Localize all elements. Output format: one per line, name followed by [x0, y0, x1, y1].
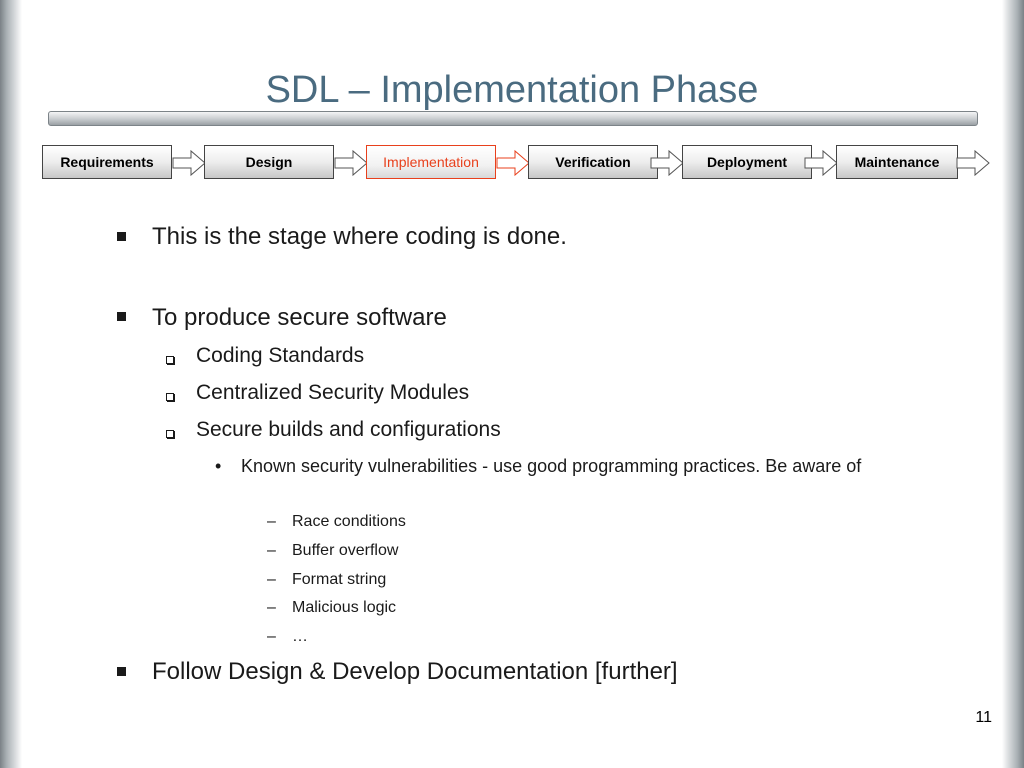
- square-bullet-icon: [117, 667, 126, 676]
- item-format-string: Format string: [292, 571, 387, 588]
- hollow-square-bullet-icon: [166, 430, 174, 438]
- phase-flow: Requirements Design Implementation Verif…: [0, 145, 1024, 181]
- phase-implementation: Implementation: [366, 145, 496, 179]
- page-number: 11: [975, 709, 992, 726]
- detail-known-vulnerabilities: Known security vulnerabilities - use goo…: [241, 456, 862, 476]
- round-bullet-icon: •: [215, 456, 222, 476]
- dash-marker: –: [267, 599, 276, 616]
- sub-bullet-security-modules: Centralized Security Modules: [196, 381, 470, 404]
- square-bullet-icon: [117, 312, 126, 321]
- phase-design: Design: [204, 145, 334, 179]
- right-edge-decoration: [1002, 0, 1024, 768]
- slide-title: SDL – Implementation Phase: [265, 69, 759, 111]
- title-divider: [48, 111, 978, 126]
- arrow-icon: [956, 149, 990, 177]
- item-race-conditions: Race conditions: [292, 513, 406, 530]
- item-buffer-overflow: Buffer overflow: [292, 542, 399, 559]
- square-bullet-icon: [117, 232, 126, 241]
- phase-maintenance: Maintenance: [836, 145, 958, 179]
- arrow-icon: [334, 149, 368, 177]
- sub-bullet-coding-standards: Coding Standards: [196, 344, 365, 367]
- bullet-coding-stage: This is the stage where coding is done.: [152, 223, 567, 250]
- item-malicious-logic: Malicious logic: [292, 599, 397, 616]
- sub-bullet-secure-builds: Secure builds and configurations: [196, 418, 501, 441]
- left-edge-decoration: [0, 0, 22, 768]
- dash-marker: –: [267, 513, 276, 530]
- arrow-icon: [650, 149, 684, 177]
- item-ellipsis: …: [292, 628, 308, 645]
- hollow-square-bullet-icon: [166, 356, 174, 364]
- dash-marker: –: [267, 628, 276, 645]
- arrow-icon: [172, 149, 206, 177]
- arrow-icon: [804, 149, 838, 177]
- dash-marker: –: [267, 542, 276, 559]
- hollow-square-bullet-icon: [166, 393, 174, 401]
- phase-requirements: Requirements: [42, 145, 172, 179]
- arrow-icon: [496, 149, 530, 177]
- phase-verification: Verification: [528, 145, 658, 179]
- bullet-secure-software: To produce secure software: [152, 304, 447, 331]
- bullet-follow-design: Follow Design & Develop Documentation [f…: [152, 658, 678, 685]
- dash-marker: –: [267, 571, 276, 588]
